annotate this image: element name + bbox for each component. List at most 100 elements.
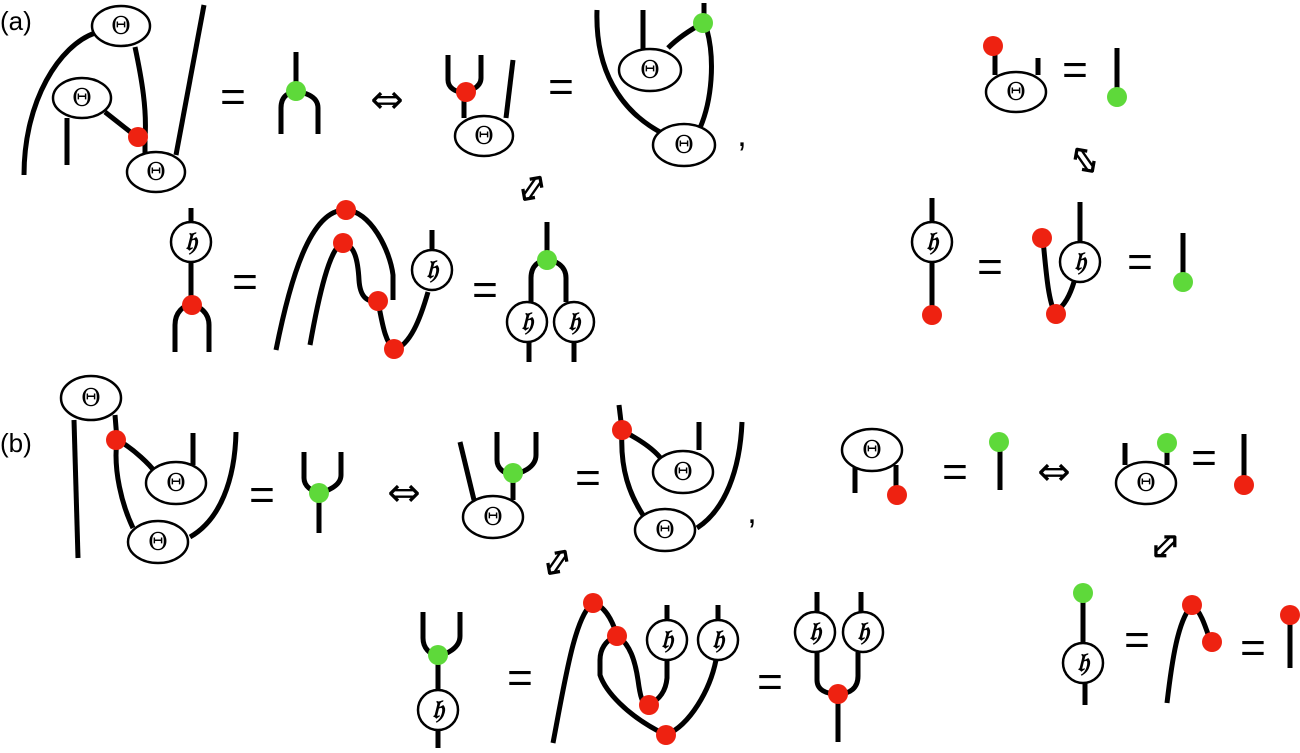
iff-arrow: ⇔	[1057, 133, 1114, 187]
red-node	[336, 200, 356, 220]
svg-text:𝔥: 𝔥	[712, 625, 726, 655]
svg-text:Θ: Θ	[483, 503, 503, 531]
svg-text:𝔥: 𝔥	[1074, 247, 1088, 277]
red-node	[368, 291, 388, 311]
panel-b-eq3-lhs: 𝔥	[416, 612, 463, 748]
svg-text:𝔥: 𝔥	[809, 617, 823, 647]
equals-sign: =	[249, 471, 275, 520]
red-node	[182, 295, 202, 315]
comma: ,	[737, 116, 746, 154]
svg-text:Θ: Θ	[72, 84, 92, 112]
green-node	[1073, 583, 1093, 603]
green-node	[1173, 272, 1193, 292]
svg-text:𝔥: 𝔥	[857, 617, 871, 647]
theta-box	[1114, 460, 1178, 506]
h-box	[1058, 240, 1102, 284]
red-node	[922, 305, 942, 325]
theta-box	[617, 47, 683, 93]
panel-b-unit-eq-lhs: Θ	[840, 427, 907, 505]
green-node	[286, 81, 306, 101]
panel-a-eq1-rhs	[278, 52, 321, 134]
panel-a-eq2-lhs: Θ	[445, 55, 516, 158]
panel-b-eq1-lhs: Θ Θ Θ	[59, 374, 239, 565]
equals-sign: =	[1062, 46, 1088, 95]
svg-text:𝔥: 𝔥	[185, 227, 199, 257]
svg-text:𝔥: 𝔥	[568, 307, 582, 337]
theta-box	[651, 122, 717, 168]
iff-arrow: ⇔	[504, 161, 561, 215]
svg-text:Θ: Θ	[674, 131, 694, 159]
svg-text:Θ: Θ	[640, 56, 660, 84]
svg-text:Θ: Θ	[148, 528, 168, 556]
equals-sign: =	[472, 266, 498, 315]
svg-text:𝔥: 𝔥	[661, 625, 675, 655]
theta-box	[984, 70, 1048, 114]
green-node	[1157, 433, 1177, 453]
svg-text:Θ: Θ	[166, 469, 186, 497]
equals-sign: =	[507, 654, 533, 703]
svg-text:Θ: Θ	[862, 436, 882, 464]
panel-a-counit-h-lhs: 𝔥	[910, 198, 954, 325]
red-node	[887, 485, 907, 505]
theta-box	[461, 494, 525, 540]
equals-sign: =	[232, 258, 258, 307]
panel-b-unit-eq2-lhs: Θ	[1114, 433, 1178, 506]
panel-b-label: (b)	[0, 428, 32, 458]
red-node	[1046, 304, 1066, 324]
svg-text:Θ: Θ	[146, 158, 166, 186]
panel-b-unit-eq2-rhs	[1234, 434, 1254, 495]
theta-box	[840, 427, 904, 473]
panel-b-eq2-lhs: Θ	[457, 432, 539, 540]
red-node	[128, 127, 148, 147]
equals-sign: =	[548, 63, 574, 112]
red-node	[828, 684, 848, 704]
panel-a-eq3-middle: 𝔥	[273, 200, 454, 359]
svg-text:Θ: Θ	[673, 458, 693, 486]
h-box	[1061, 641, 1105, 685]
h-box	[410, 248, 454, 292]
iff-arrow: ⇔	[387, 470, 421, 516]
theta-box	[633, 507, 697, 553]
h-box	[552, 300, 596, 344]
green-node	[309, 483, 329, 503]
red-node	[607, 626, 627, 646]
h-box	[169, 220, 213, 264]
svg-text:Θ: Θ	[1006, 78, 1026, 106]
panel-b-unit-h-lhs: 𝔥	[1061, 583, 1105, 705]
h-box	[645, 618, 689, 662]
h-box	[841, 610, 885, 654]
svg-text:Θ: Θ	[655, 516, 675, 544]
panel-b-eq2-rhs: Θ Θ	[612, 404, 745, 553]
h-box	[416, 688, 460, 732]
red-node	[106, 430, 126, 450]
red-node	[1202, 632, 1222, 652]
svg-text:𝔥: 𝔥	[432, 695, 446, 725]
equals-sign: =	[1127, 238, 1153, 287]
theta-box	[453, 114, 515, 158]
svg-text:𝔥: 𝔥	[426, 255, 440, 285]
iff-arrow: ⇔	[529, 535, 586, 589]
h-box	[505, 300, 549, 344]
red-node	[1032, 228, 1052, 248]
green-node	[693, 13, 713, 33]
theta-box	[126, 519, 190, 565]
svg-text:Θ: Θ	[1136, 469, 1156, 497]
equals-sign: =	[1191, 434, 1217, 483]
iff-arrow: ⇔	[1137, 518, 1193, 574]
panel-a-eq3-lhs: 𝔥	[169, 208, 213, 352]
equals-sign: =	[220, 73, 246, 122]
theta-box	[59, 374, 123, 422]
panel-b-unit-h-rhs	[1280, 605, 1300, 668]
panel-a-counit-h-rhs	[1173, 233, 1193, 292]
panel-b-eq1-rhs	[301, 452, 344, 533]
red-node	[456, 82, 476, 102]
equals-sign: =	[1240, 624, 1266, 673]
equals-sign: =	[977, 243, 1003, 292]
theta-box	[90, 4, 152, 48]
green-node	[537, 250, 557, 270]
red-node	[384, 339, 404, 359]
svg-text:𝔥: 𝔥	[926, 227, 940, 257]
panel-a-counit-h-middle: 𝔥	[1032, 202, 1102, 324]
equals-sign: =	[575, 454, 601, 503]
